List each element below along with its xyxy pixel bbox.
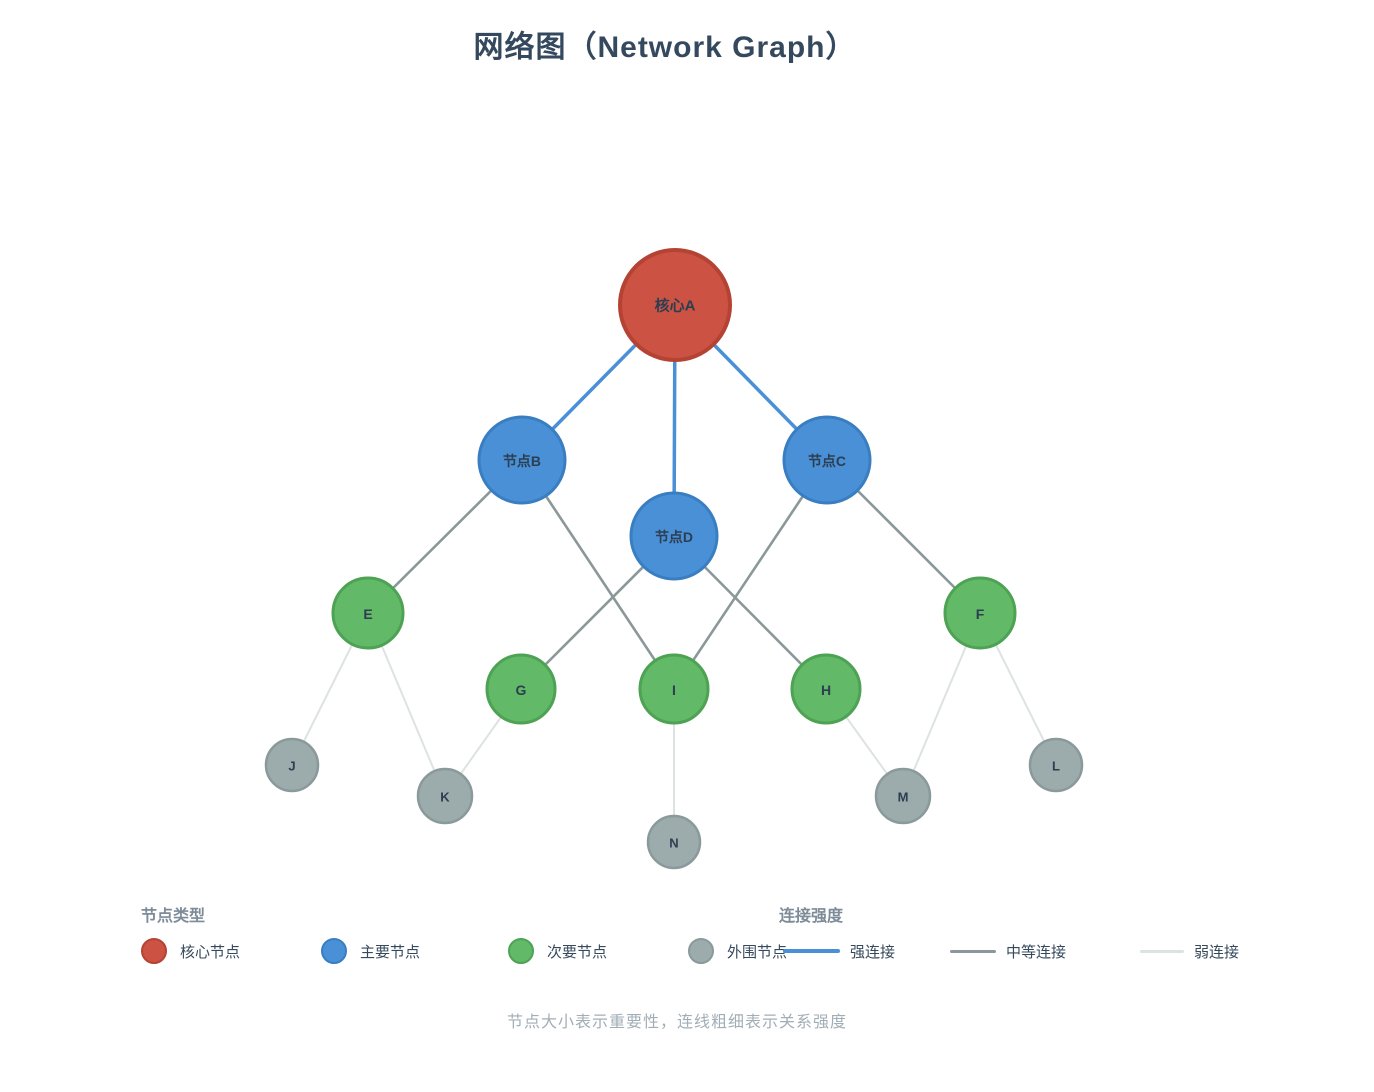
medium-link-line-icon [950,949,996,953]
graph-node-L[interactable]: L [1028,737,1084,793]
legend-item-label: 外围节点 [727,943,788,961]
edge-B-I [520,459,676,690]
graph-node-B[interactable]: 节点B [477,415,567,505]
node-circle-L[interactable] [1028,737,1084,793]
node-label-H: H [821,682,831,698]
page-title: 网络图（Network Graph） [473,31,857,64]
node-label-M: M [898,790,909,805]
node-circle-C[interactable] [782,415,872,505]
strong-link-line-icon [783,949,840,953]
node-label-G: G [516,682,527,698]
node-label-N: N [669,836,678,851]
graph-node-E[interactable]: E [331,576,405,650]
node-circle-F[interactable] [943,576,1017,650]
graph-node-N[interactable]: N [646,814,702,870]
graph-node-J[interactable]: J [264,737,320,793]
node-label-I: I [672,682,676,698]
node-circle-J[interactable] [264,737,320,793]
edge-C-I [672,459,829,690]
node-circle-E[interactable] [331,576,405,650]
graph-node-I[interactable]: I [638,653,710,725]
node-circle-N[interactable] [646,814,702,870]
node-label-K: K [440,790,450,805]
legend-item-label: 主要节点 [360,943,421,961]
graph-node-K[interactable]: K [416,767,474,825]
weak-link-line-icon [1140,949,1184,953]
node-circle-D[interactable] [629,491,719,581]
node-circle-G[interactable] [485,653,557,725]
footer-note: 节点大小表示重要性，连线粗细表示关系强度 [506,1014,847,1031]
legend-item-label: 强连接 [850,943,896,961]
graph-node-H[interactable]: H [790,653,862,725]
node-circle-H[interactable] [790,653,862,725]
node-legend-header: 节点类型 [141,908,206,925]
node-label-J: J [288,759,295,774]
legend-item-label: 中等连接 [1006,943,1067,961]
legend-item-weak-link: 弱连接 [1140,936,1239,966]
node-circle-K[interactable] [416,767,474,825]
node-label-F: F [976,606,985,622]
legend-item-label: 核心节点 [180,943,241,961]
node-circle-M[interactable] [874,767,932,825]
outer-node-swatch-icon [688,938,714,964]
minor-node-swatch-icon [508,938,534,964]
legend-item-label: 次要节点 [547,943,608,961]
graph-node-G[interactable]: G [485,653,557,725]
legend-item-outer: 外围节点 [688,936,787,966]
graph-node-F[interactable]: F [943,576,1017,650]
node-circle-B[interactable] [477,415,567,505]
legend-item-core: 核心节点 [141,936,240,966]
node-label-L: L [1052,759,1060,774]
graph-node-D[interactable]: 节点D [629,491,719,581]
graph-node-M[interactable]: M [874,767,932,825]
node-circle-I[interactable] [638,653,710,725]
node-circle-A[interactable] [618,248,732,362]
graph-node-A[interactable]: 核心A [618,248,732,362]
node-label-D: 节点D [655,529,693,545]
major-node-swatch-icon [321,938,347,964]
legend-item-strong-link: 强连接 [783,936,895,966]
strength-legend-header: 连接强度 [779,908,844,925]
node-label-B: 节点B [503,453,541,469]
core-node-swatch-icon [141,938,167,964]
legend-item-medium-link: 中等连接 [950,936,1066,966]
legend-item-minor: 次要节点 [508,936,607,966]
node-label-A: 核心A [655,297,696,315]
legend-item-major: 主要节点 [321,936,420,966]
node-label-E: E [363,606,372,622]
graph-node-C[interactable]: 节点C [782,415,872,505]
legend-item-label: 弱连接 [1194,943,1240,961]
node-label-C: 节点C [808,453,846,469]
